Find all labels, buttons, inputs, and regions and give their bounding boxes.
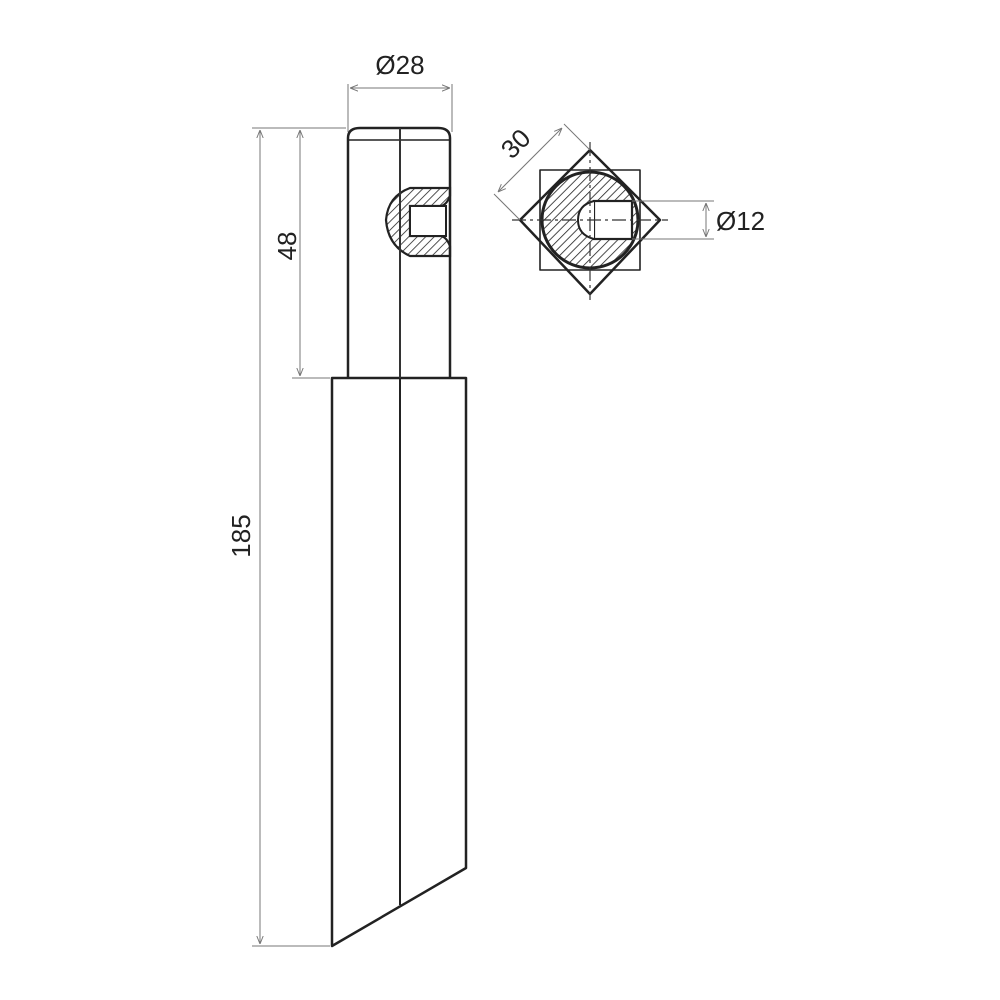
cross-hole-section	[384, 186, 452, 258]
size-30-dimension-line	[498, 128, 562, 192]
dimensions-section-view: 30 Ø12	[493, 123, 765, 240]
length-48-label: 48	[272, 232, 302, 261]
side-view	[330, 126, 468, 948]
cross-hole	[409, 205, 447, 237]
dimensions-side-view: Ø28 48 185	[226, 50, 453, 947]
size-30-label: 30	[495, 123, 537, 165]
section-view	[512, 142, 668, 300]
diameter-28-label: Ø28	[375, 50, 424, 80]
length-185-label: 185	[226, 514, 256, 557]
diameter-12-label: Ø12	[716, 206, 765, 236]
body-outline	[330, 376, 468, 948]
